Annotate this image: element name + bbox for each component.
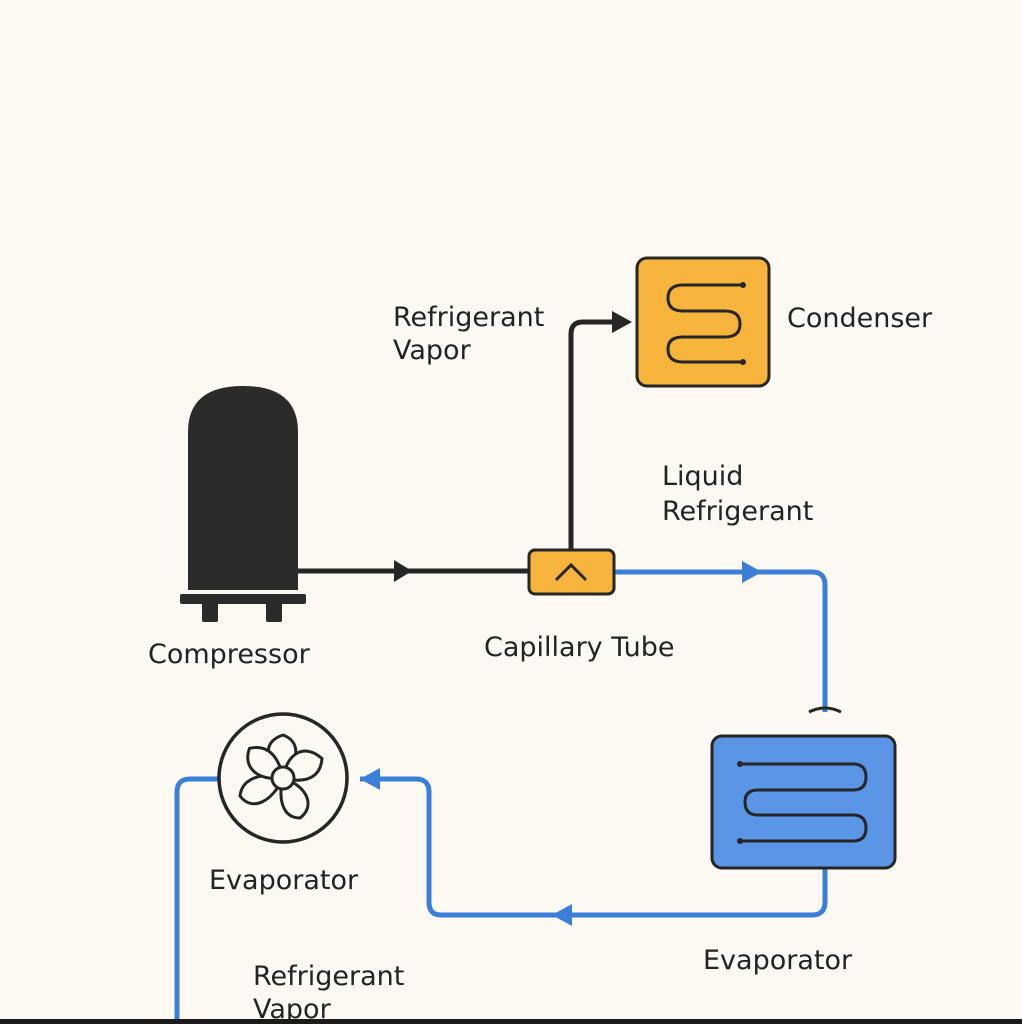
flow-arrow-evaporator-return (552, 904, 572, 926)
flow-arrow-condenser-inlet (612, 311, 632, 333)
condenser-coil-icon (635, 256, 771, 388)
suction-return-pipe (174, 776, 218, 1024)
evaporator-coil-icon (710, 706, 897, 870)
riser-to-condenser-pipe (568, 319, 620, 550)
bottom-border-band (0, 1019, 1022, 1024)
capillary-tube-label: Capillary Tube (484, 632, 675, 663)
evaporator-fan-label: Evaporator (209, 865, 359, 896)
refrigerant-vapor-label-bottom: Refrigerant Vapor (253, 961, 413, 1024)
evaporator-return-pipe (360, 776, 828, 918)
liquid-refrigerant-pipe (612, 569, 828, 712)
fan-icon (217, 712, 349, 844)
flow-arrow-compressor-line (394, 560, 412, 582)
compressor-label: Compressor (148, 639, 311, 670)
capillary-chevron-icon (527, 548, 616, 596)
evaporator-coil-label: Evaporator (703, 945, 853, 976)
compressor-tank-icon (180, 386, 306, 622)
condenser-label: Condenser (787, 303, 933, 334)
flow-arrow-liquid-line (742, 561, 762, 583)
refrigerant-vapor-label-top: Refrigerant Vapor (393, 302, 553, 366)
liquid-refrigerant-label: Liquid Refrigerant (662, 461, 813, 527)
flow-arrow-fan-inlet (360, 768, 380, 790)
